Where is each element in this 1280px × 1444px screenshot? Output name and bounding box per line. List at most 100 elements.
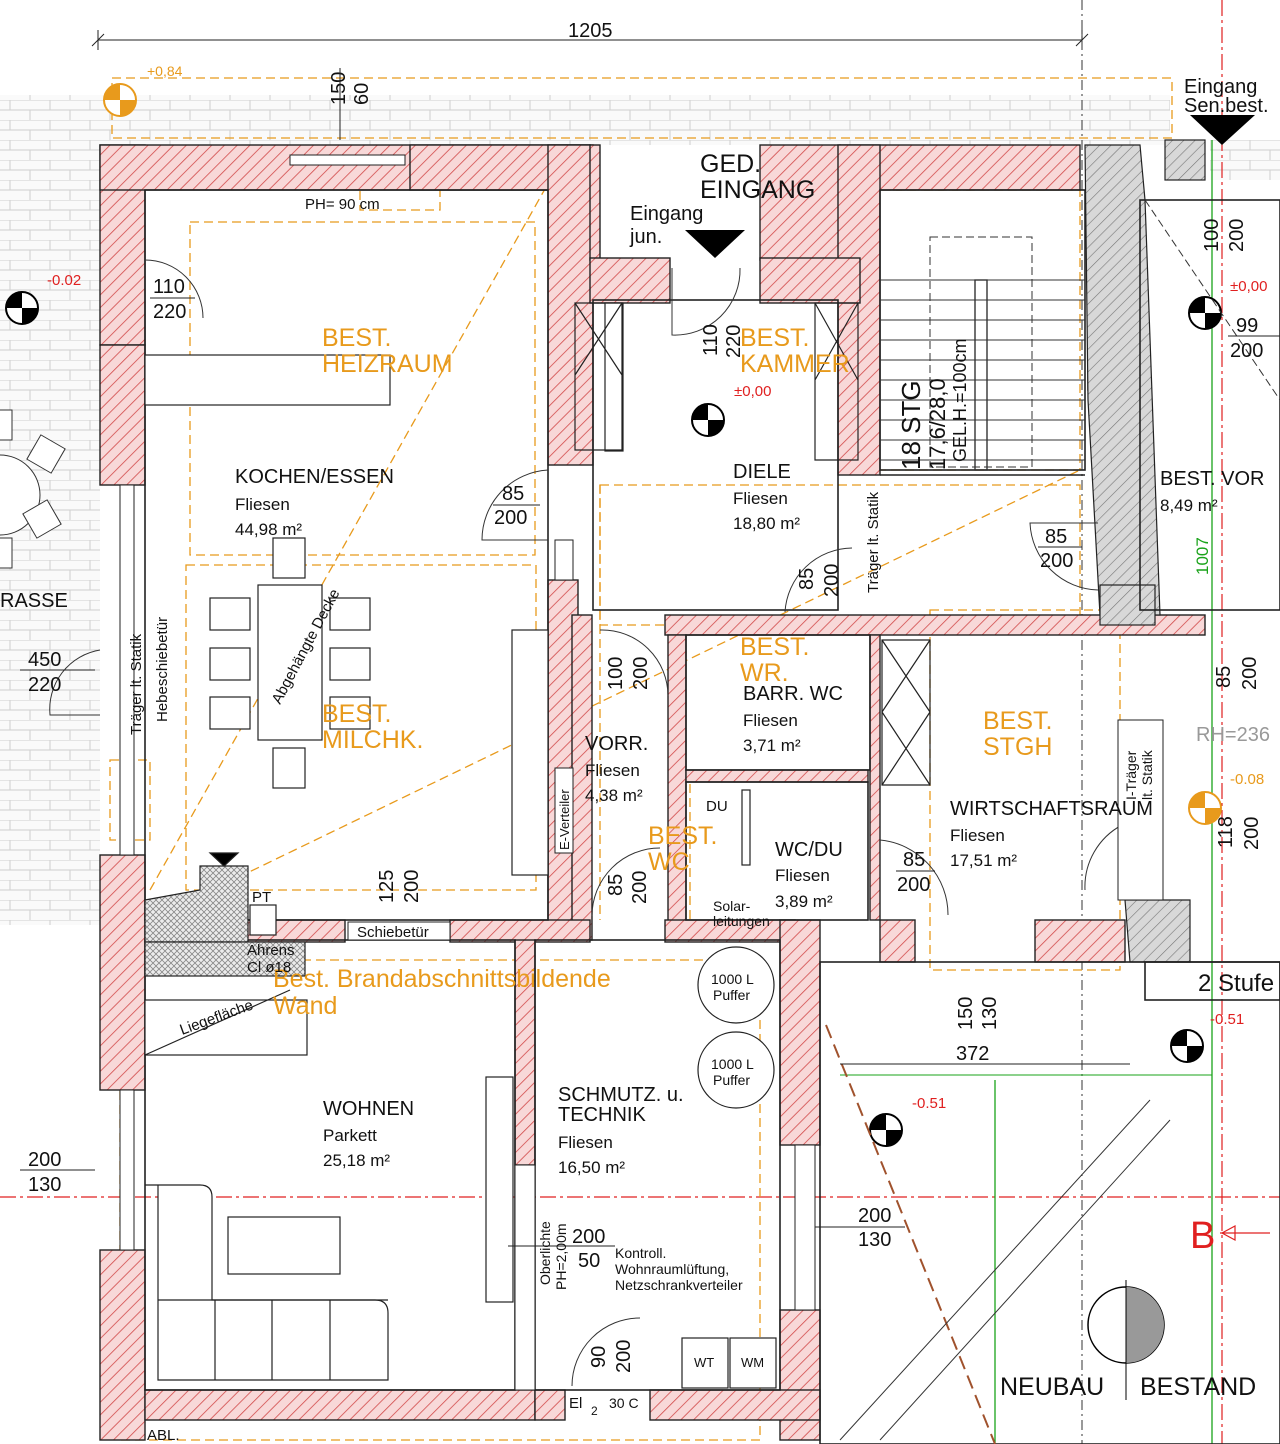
note-terrasse: RASSE [0, 590, 68, 612]
room-wohnen-area: 25,18 m² [323, 1151, 390, 1170]
best-milchk-2: MILCHK. [322, 726, 423, 754]
note-itraeger2: lt. Statik [1139, 749, 1155, 800]
level-minus-002: -0.02 [47, 272, 81, 289]
stair-ratio: 17,6/28,0 [925, 378, 950, 470]
room-wohnen-name: WOHNEN [323, 1098, 414, 1120]
existing-labels: BEST. HEIZRAUM BEST. KAMMER BEST. MILCHK… [273, 324, 1052, 1020]
dim-top-150: 150 [328, 72, 350, 105]
door-200e: 200 [629, 871, 651, 904]
best-wc-1: BEST. [648, 822, 717, 850]
best-heizraum-2: HEIZRAUM [322, 350, 453, 378]
best-heizraum-1: BEST. [322, 324, 391, 352]
chimney [144, 852, 306, 977]
level-minus-008: -0.08 [1230, 771, 1264, 788]
note-ph90: PH= 90 cm [305, 196, 380, 213]
dim-85r: 85 [1213, 666, 1235, 688]
walls [99, 144, 1206, 1441]
door-85b: 85 [796, 568, 818, 590]
level-markers [5, 83, 1222, 1147]
room-barr-area: 3,71 m² [743, 736, 801, 755]
note-du: DU [706, 798, 728, 815]
ged-eingang-1: GED. [700, 150, 761, 178]
dim-150c: 150 [955, 997, 977, 1030]
door-85f: 85 [903, 849, 925, 871]
door-200c: 200 [1040, 550, 1073, 572]
dining-furniture [144, 354, 549, 876]
dim-200r: 200 [1230, 340, 1263, 362]
door-85e: 85 [605, 874, 627, 896]
room-wcdu-name: WC/DU [775, 839, 843, 861]
label-bestand: BESTAND [1140, 1373, 1256, 1401]
best-kammer-1: BEST. [740, 324, 809, 352]
eingang-jun-1: Eingang [630, 203, 703, 225]
dim-220b: 220 [28, 674, 61, 696]
dim-450: 450 [28, 649, 61, 671]
stair-steps: 18 STG [896, 380, 926, 470]
level-084: +0,84 [147, 63, 183, 79]
room-labels: KOCHEN/ESSEN Fliesen 44,98 m² DIELE Flie… [235, 461, 1264, 1177]
note-puffer1-2: Puffer [713, 987, 750, 1003]
note-solar-1: Solar- [713, 898, 751, 914]
dim-130c2: 130 [858, 1229, 891, 1251]
dim-372: 372 [956, 1043, 989, 1065]
dim-200l: 200 [28, 1149, 61, 1171]
note-pt: PT [252, 889, 271, 906]
technik-fixtures [574, 302, 931, 1389]
room-wcdu-area: 3,89 m² [775, 892, 833, 911]
room-kochen-name: KOCHEN/ESSEN [235, 466, 394, 488]
dim-200r4: 200 [1241, 817, 1263, 850]
terrace-furniture [0, 409, 66, 569]
room-barr-floor: Fliesen [743, 711, 798, 730]
note-itraeger1: I-Träger [1123, 750, 1139, 800]
note-traeger2: Träger lt. Statik [865, 491, 882, 593]
room-schmutz-area: 16,50 m² [558, 1158, 625, 1177]
room-schmutz-name2: TECHNIK [558, 1104, 646, 1126]
brand-wall-2: Wand [273, 992, 337, 1020]
note-el3: 30 C [609, 1395, 639, 1411]
room-vorr-floor: Fliesen [585, 761, 640, 780]
note-wm: WM [741, 1355, 764, 1370]
neubau-bestand-symbol [1087, 1280, 1165, 1400]
room-vorr-name: VORR. [585, 733, 648, 755]
room-barr-name: BARR. WC [743, 683, 843, 705]
room-diele-name: DIELE [733, 461, 791, 483]
room-kochen-area: 44,98 m² [235, 520, 302, 539]
windows [119, 154, 1164, 1391]
dim-1007: 1007 [1193, 537, 1212, 575]
room-wohnen-floor: Parkett [323, 1126, 377, 1145]
door-90: 90 [588, 1346, 610, 1368]
note-kontroll-1: Kontroll. [615, 1245, 666, 1261]
note-abl: ABL. [147, 1427, 180, 1444]
note-el2: 2 [591, 1404, 598, 1418]
best-wc-2: WC [648, 848, 690, 876]
note-ahrens-2: Cl ø18 [247, 959, 291, 976]
door-200g: 200 [401, 870, 423, 903]
ged-eingang-2: EINGANG [700, 176, 815, 204]
best-stgh-2: STGH [983, 733, 1052, 761]
door-100: 100 [605, 657, 627, 690]
note-kontroll-3: Netzschrankverteiler [615, 1277, 743, 1293]
note-everteiler: E-Verteiler [557, 789, 572, 850]
section-b: B [1190, 1215, 1215, 1257]
level-minus-051-mid: -0.51 [912, 1095, 946, 1112]
entrance-labels: GED. EINGANG Eingang jun. Eingang Sen.be… [629, 76, 1269, 248]
room-wirtschaft-name: WIRTSCHAFTSRAUM [950, 798, 1153, 820]
room-wcdu-floor: Fliesen [775, 866, 830, 885]
note-puffer2-1: 1000 L [711, 1056, 754, 1072]
note-puffer1-1: 1000 L [711, 971, 754, 987]
door-200f: 200 [897, 874, 930, 896]
note-hebe: Hebeschiebetür [154, 617, 171, 722]
best-wr-1: BEST. [740, 633, 809, 661]
note-traeger1: Träger lt. Statik [128, 633, 145, 735]
room-kochen-floor: Fliesen [235, 495, 290, 514]
room-bestvor-area: 8,49 m² [1160, 496, 1218, 515]
dim-50t: 50 [578, 1250, 600, 1272]
best-wr-2: WR. [740, 659, 789, 687]
entrance-markers [685, 115, 1255, 258]
room-wirtschaft-area: 17,51 m² [950, 851, 1017, 870]
note-ahrens-1: Ahrens [247, 942, 295, 959]
room-diele-floor: Fliesen [733, 489, 788, 508]
paving [0, 95, 1280, 925]
dim-110: 110 [153, 276, 185, 298]
